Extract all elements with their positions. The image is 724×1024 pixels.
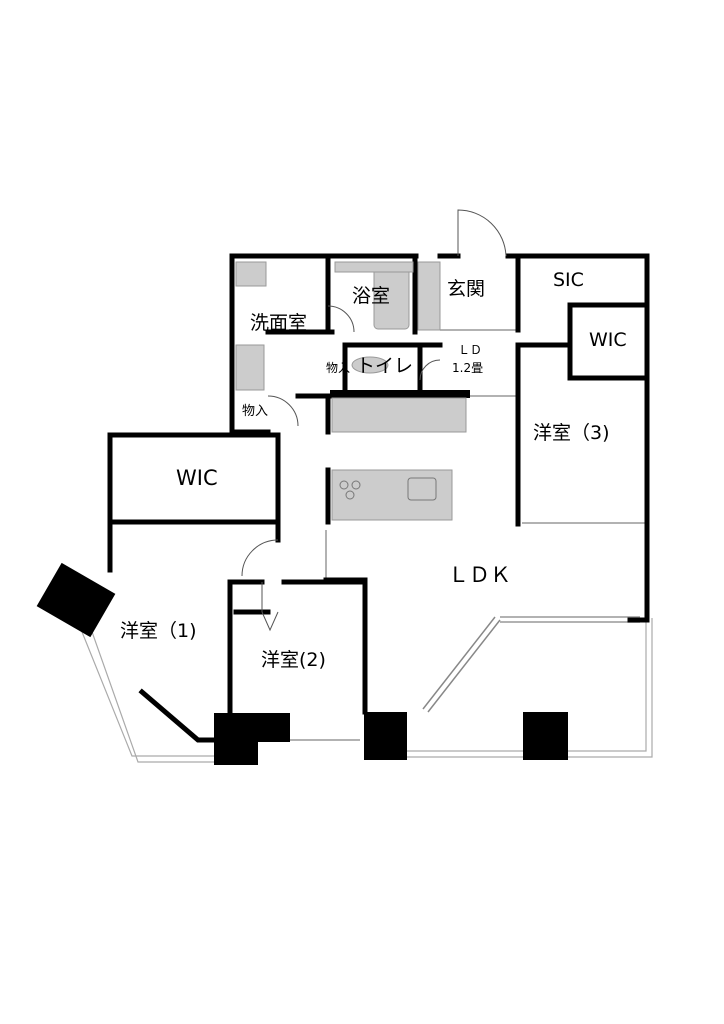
room-label-bathroom: 浴室 <box>352 285 391 307</box>
room-label-ld-note-1: ＬＤ <box>458 343 483 357</box>
washbasin <box>235 344 265 391</box>
room-label-entrance: 玄関 <box>447 278 486 300</box>
structural-columns <box>36 390 568 765</box>
washroom-shelf <box>235 261 267 287</box>
room-label-wic-left: WIC <box>176 466 218 490</box>
kitchen-island <box>331 469 453 521</box>
fixture-details <box>339 477 437 501</box>
room-label-western-room-3: 洋室（3) <box>533 422 610 444</box>
shower-area <box>334 261 414 273</box>
toilet-door-swing <box>419 359 441 381</box>
kitchen-back-counter <box>331 397 467 433</box>
stove-burner <box>339 480 349 490</box>
room-label-washroom: 洗面室 <box>250 312 308 334</box>
ldk-window <box>422 616 501 713</box>
room2-door-swing <box>261 582 279 632</box>
room-label-storage-toilet: 物入 <box>326 361 351 375</box>
room-label-ldk: ＬＤＫ <box>448 563 511 587</box>
sink-basin <box>407 477 437 501</box>
entrance-shoe-shelf <box>417 261 441 331</box>
storage-door-swing <box>267 395 299 427</box>
wic-door-swing <box>241 539 279 577</box>
door-swings <box>241 209 507 632</box>
room-label-storage-hall: 物入 <box>242 404 269 419</box>
room-label-ld-note-2: 1.2畳 <box>452 361 484 375</box>
room-label-sic: SIC <box>553 269 584 291</box>
room-label-western-room-1: 洋室（1) <box>120 620 197 642</box>
toilet-bowl <box>351 356 389 374</box>
room-label-western-room-2: 洋室(2) <box>261 649 326 671</box>
stove-burner <box>351 480 361 490</box>
thick-walls <box>107 253 650 743</box>
washroom-door-swing <box>327 305 355 333</box>
stove-burner <box>345 490 355 500</box>
room-label-wic-right: WIC <box>589 329 627 351</box>
room-label-toilet: トイレ <box>356 355 414 377</box>
balcony-outline <box>77 611 653 763</box>
entrance-door-swing <box>457 209 507 257</box>
